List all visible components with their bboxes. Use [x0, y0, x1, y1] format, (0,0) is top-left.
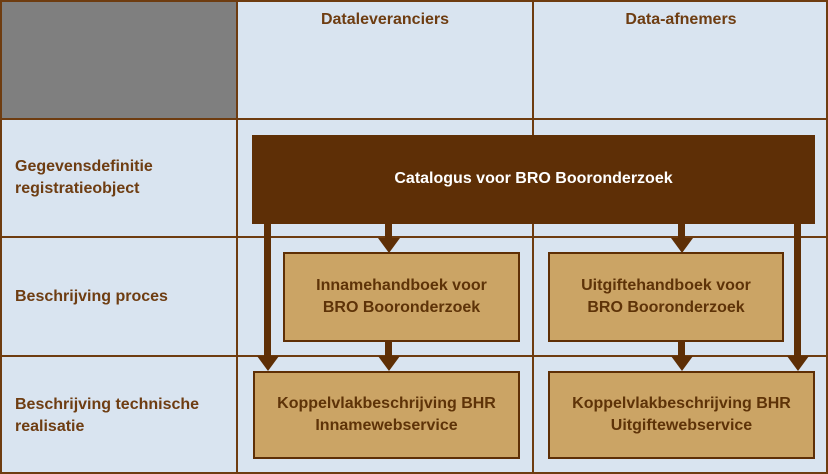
delivery-handbook-box: Uitgiftehandboek voor BRO Booronderzoek	[548, 252, 784, 342]
grid-horizontal-line-2	[2, 236, 826, 238]
grid-horizontal-line-3	[2, 355, 826, 357]
arrow-stem-intake-handbook-to-interface	[385, 342, 392, 356]
intake-interface-box: Koppelvlakbeschrijving BHR Innamewebserv…	[253, 371, 520, 459]
column-header-data-afnemers: Data-afnemers	[625, 11, 737, 28]
arrow-head-delivery-handbook-to-interface	[671, 356, 693, 371]
arrow-head-catalog-to-intake-handbook	[378, 238, 400, 253]
arrow-stem-catalog-to-delivery-handbook	[678, 224, 685, 238]
corner-cell	[2, 2, 236, 118]
arrow-head-catalog-to-delivery-handbook	[671, 238, 693, 253]
arrow-stem-delivery-handbook-to-interface	[678, 342, 685, 356]
arrow-head-catalog-to-intake-interface	[257, 356, 279, 371]
catalog-box: Catalogus voor BRO Booronderzoek	[252, 135, 815, 224]
arrow-stem-catalog-to-intake-handbook	[385, 224, 392, 238]
arrow-head-intake-handbook-to-interface	[378, 356, 400, 371]
arrow-stem-catalog-to-delivery-interface	[794, 224, 801, 356]
delivery-interface-box: Koppelvlakbeschrijving BHR Uitgiftewebse…	[548, 371, 815, 459]
column-header-dataleveranciers: Dataleveranciers	[320, 11, 450, 28]
grid-horizontal-line-1	[2, 118, 826, 120]
intake-handbook-box: Innamehandboek voor BRO Booronderzoek	[283, 252, 520, 342]
row-header-beschrijving-proces: Beschrijving proces	[15, 287, 168, 305]
row-header-gegevensdefinitie: Gegevensdefinitie registratieobject	[15, 158, 153, 197]
arrow-head-catalog-to-delivery-interface	[787, 356, 809, 371]
arrow-stem-catalog-to-intake-interface	[264, 224, 271, 356]
row-header-technische-realisatie: Beschrijving technische realisatie	[15, 395, 200, 435]
